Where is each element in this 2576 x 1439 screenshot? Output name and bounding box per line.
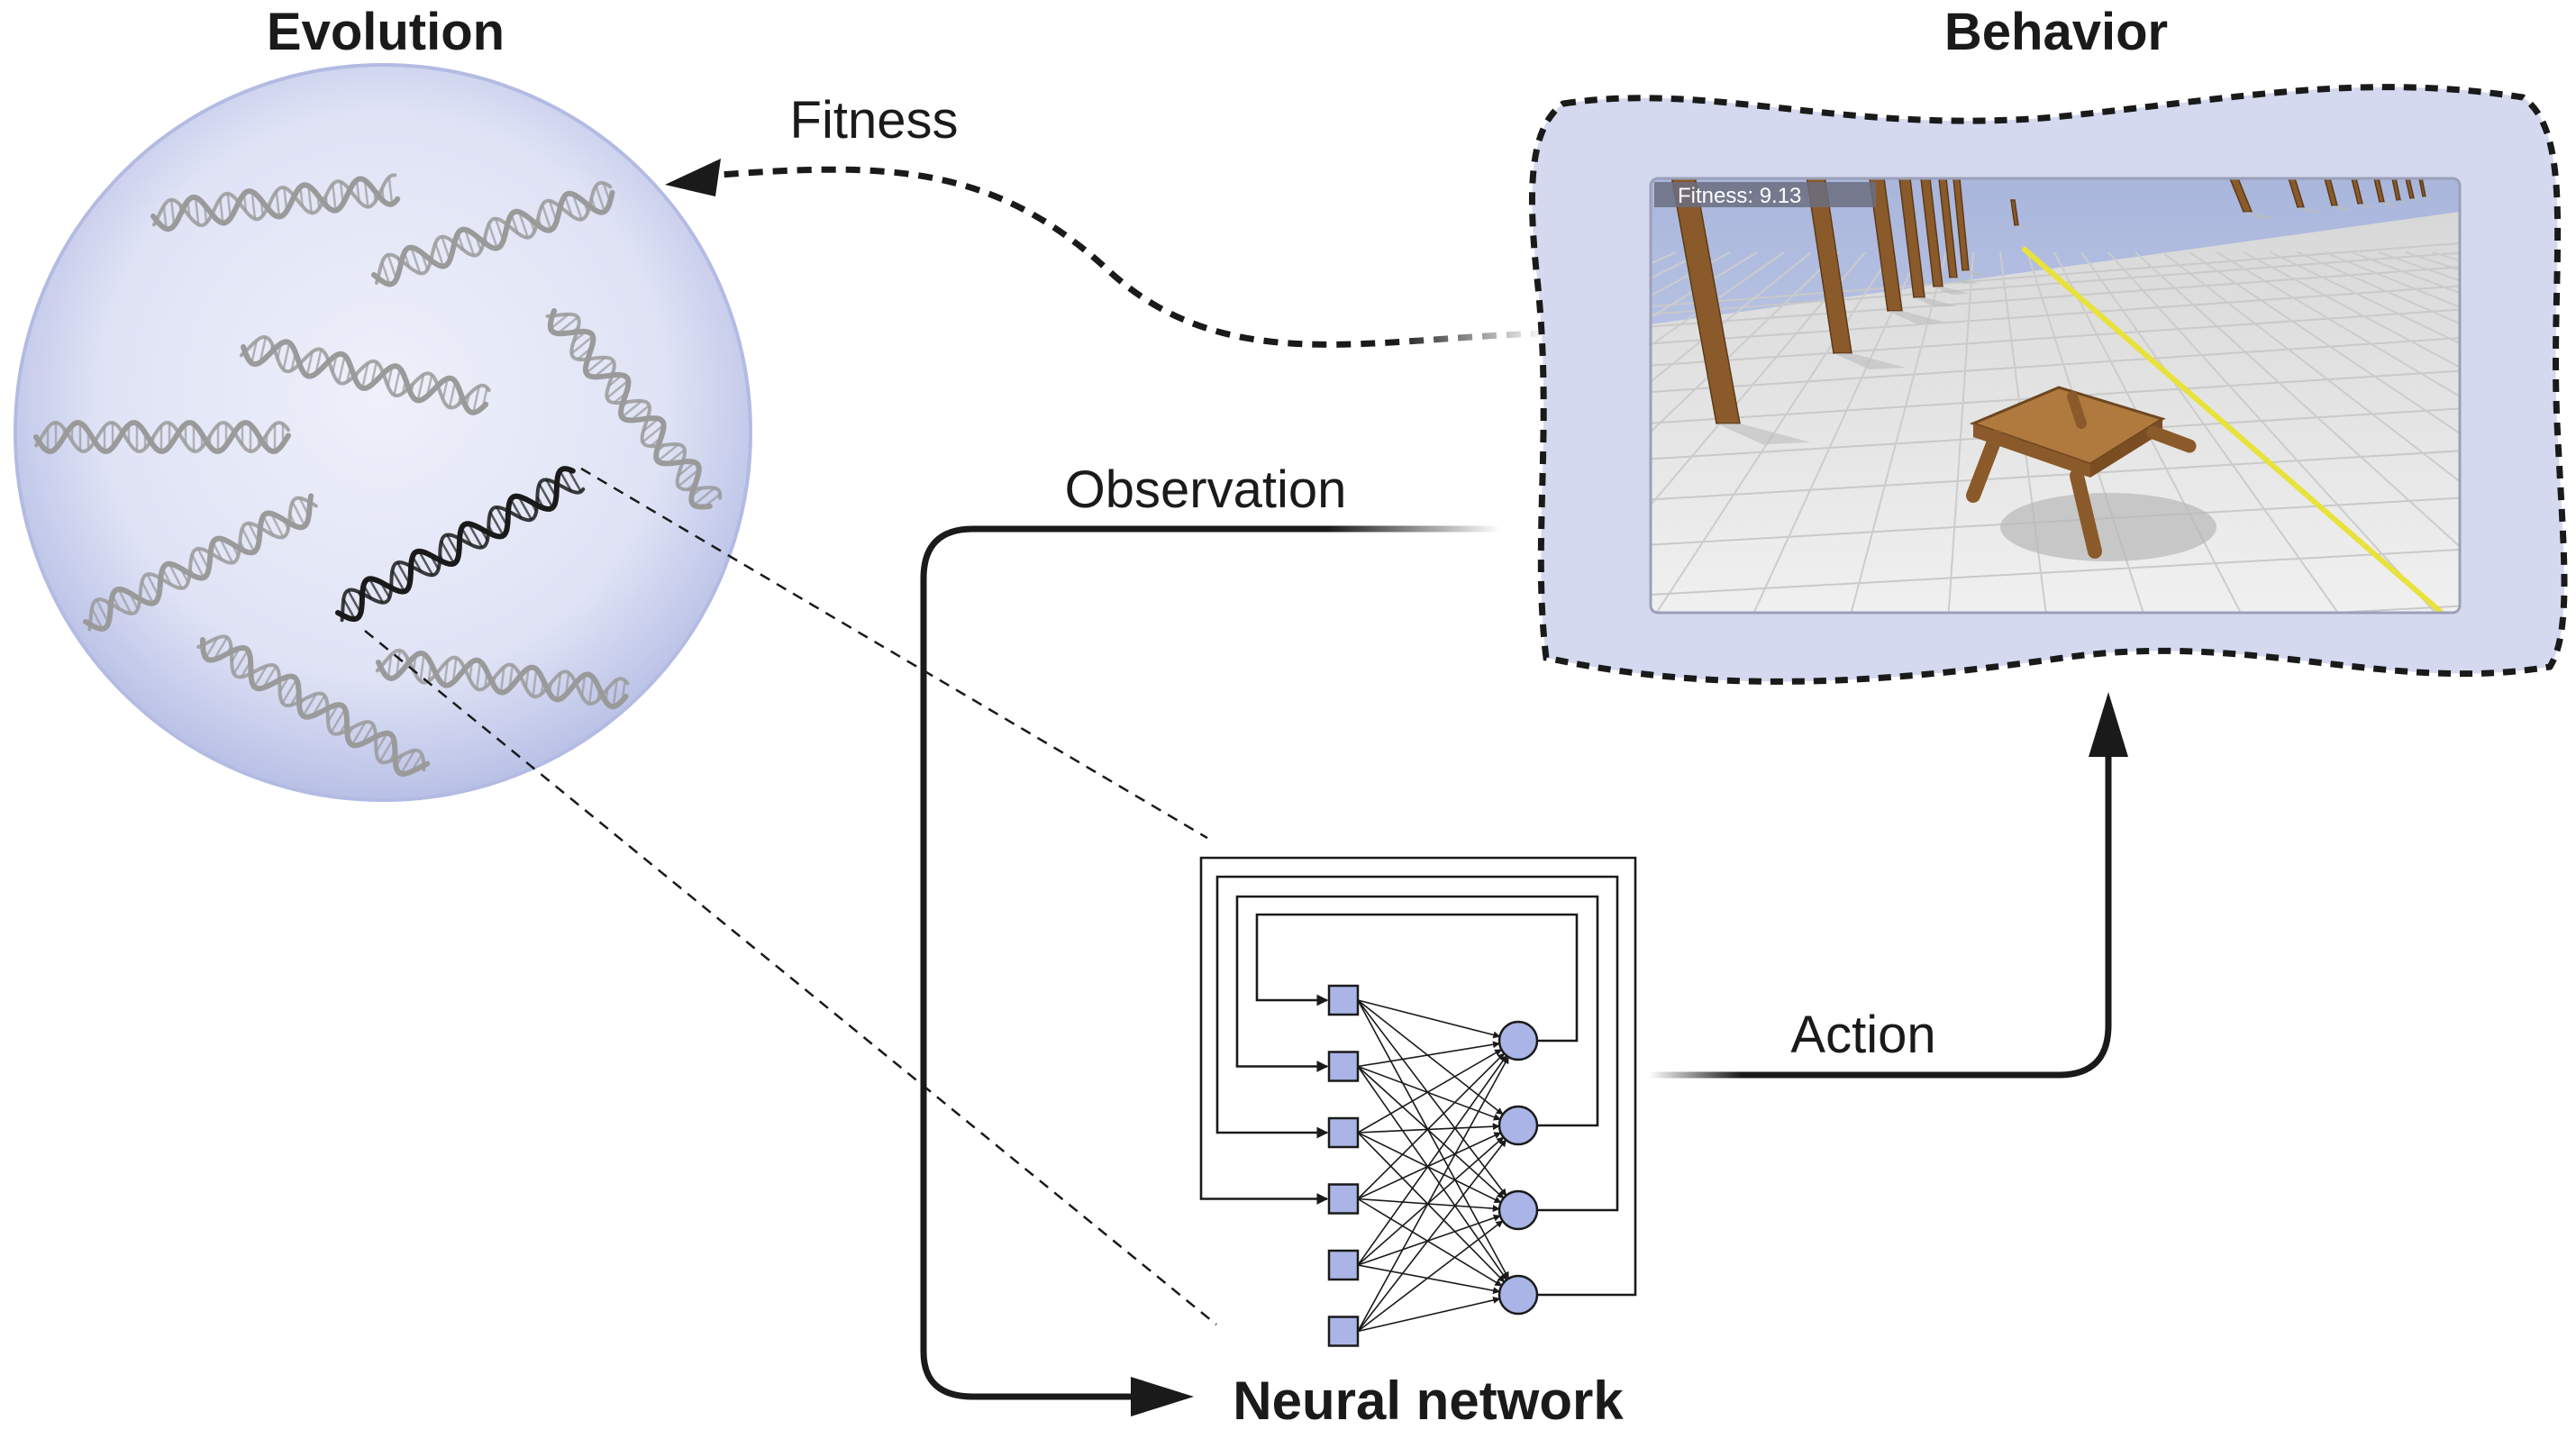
action-arrowhead xyxy=(2089,692,2128,757)
simulation-view: Fitness: 9.13 xyxy=(1651,178,2460,613)
network-edge xyxy=(1357,1132,1502,1200)
recurrent-connection xyxy=(1199,856,1637,1297)
population-circle xyxy=(14,63,752,802)
genotype-link-line xyxy=(580,467,1208,840)
dna-strand xyxy=(375,648,630,710)
network-edges xyxy=(1357,999,1510,1333)
evolution-title: Evolution xyxy=(267,3,505,61)
output-node xyxy=(1497,1020,1539,1061)
neural-network xyxy=(1199,856,1637,1347)
network-edge xyxy=(1357,1049,1503,1134)
network-edge xyxy=(1357,999,1501,1039)
output-node xyxy=(1497,1274,1539,1316)
fitness-label: Fitness xyxy=(790,91,959,150)
observation-arrowhead xyxy=(1131,1377,1194,1416)
network-edge xyxy=(1357,1065,1505,1199)
walker-robot xyxy=(1966,386,2197,559)
input-node xyxy=(1327,1249,1360,1281)
dna-strand xyxy=(196,634,431,777)
dna-strand xyxy=(371,180,615,287)
walker-shadow xyxy=(2000,493,2216,561)
network-edge xyxy=(1357,1136,1505,1266)
fitness-arrow-path xyxy=(706,166,1546,348)
selected-dna-strand xyxy=(335,466,586,623)
network-edge xyxy=(1357,1066,1507,1280)
network-edge xyxy=(1357,1139,1507,1332)
network-edge xyxy=(1357,1264,1501,1295)
network-edge xyxy=(1357,1056,1509,1332)
dna-strand xyxy=(545,308,723,510)
input-node xyxy=(1327,1183,1360,1215)
neural-network-title: Neural network xyxy=(1233,1371,1624,1431)
network-edge xyxy=(1357,1198,1503,1287)
output-layer xyxy=(1497,1020,1539,1316)
action-arrow-path xyxy=(1649,752,2112,1079)
dna-strand xyxy=(240,334,491,415)
hud-fitness-text: Fitness: 9.13 xyxy=(1678,184,1801,208)
network-edge xyxy=(1357,999,1510,1280)
genotype-link-line xyxy=(364,630,1217,1325)
pillars xyxy=(1670,178,2434,445)
network-edge xyxy=(1357,1132,1502,1204)
observation-label: Observation xyxy=(1065,460,1347,519)
input-node xyxy=(1327,984,1360,1016)
network-edge xyxy=(1357,1054,1507,1266)
network-edge xyxy=(1357,1132,1506,1283)
input-node xyxy=(1327,1051,1360,1082)
network-edge xyxy=(1357,999,1507,1197)
dna-strand xyxy=(83,493,318,632)
network-edge xyxy=(1357,1220,1504,1333)
population-bubble xyxy=(14,63,752,802)
output-node xyxy=(1497,1189,1539,1231)
network-edge xyxy=(1357,1065,1501,1121)
recurrent-connection xyxy=(1215,875,1619,1212)
recurrent-connections xyxy=(1199,856,1637,1297)
network-edge xyxy=(1357,1041,1500,1068)
action-label: Action xyxy=(1790,1006,1935,1064)
input-layer xyxy=(1327,984,1360,1347)
fitness-arrowhead xyxy=(665,159,721,196)
dna-strand xyxy=(150,173,401,232)
behavior-panel: Fitness: 9.13 xyxy=(1528,84,2568,685)
dna-strands xyxy=(33,173,723,777)
network-edge xyxy=(1357,1052,1505,1200)
input-node xyxy=(1327,1316,1360,1347)
output-node xyxy=(1497,1105,1539,1146)
recurrent-connection xyxy=(1235,895,1599,1127)
hud-background xyxy=(1654,182,1876,207)
behavior-title: Behavior xyxy=(1944,3,2168,61)
dna-strand xyxy=(33,419,291,455)
recurrent-connection xyxy=(1255,913,1579,1043)
input-node xyxy=(1327,1116,1360,1149)
network-edge xyxy=(1357,1297,1501,1333)
observation-arrow-path xyxy=(920,525,1500,1400)
track-line xyxy=(2021,245,2444,613)
